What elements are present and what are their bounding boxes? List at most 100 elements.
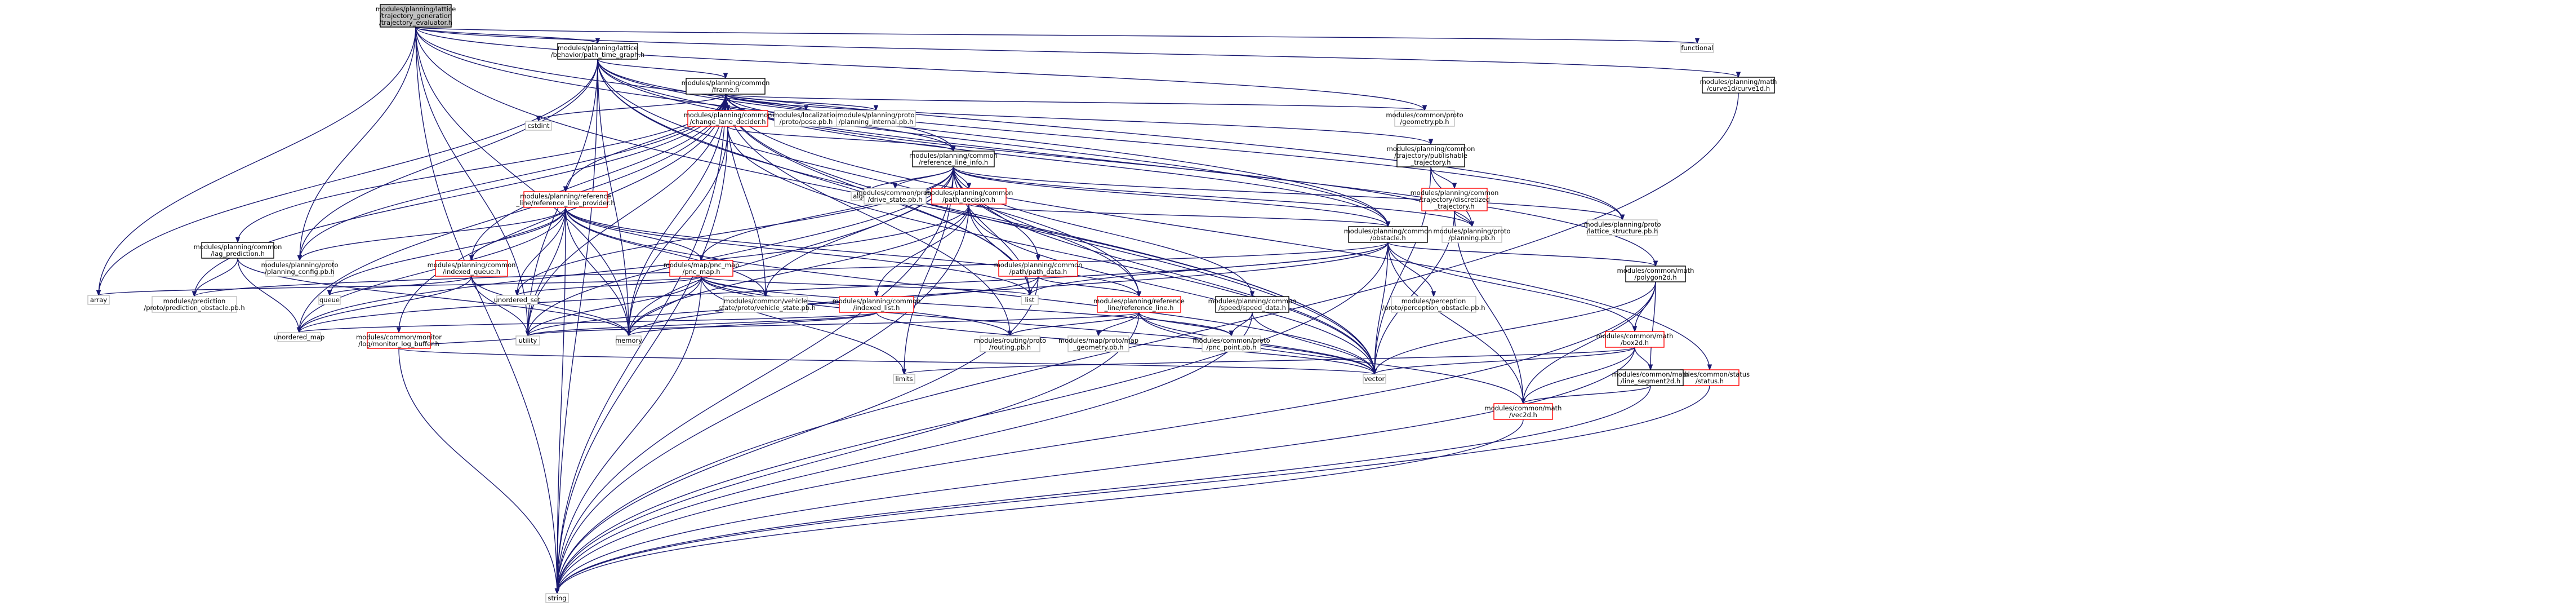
node-label-path_decision-line-0: modules/planning/common	[925, 189, 1013, 197]
node-label-root-line-1: /trajectory_generation	[380, 12, 452, 20]
node-box-vector	[1363, 374, 1386, 384]
node-label-ctd-line-1: /change_lane_decider.h	[689, 118, 766, 126]
arrowhead-frame-to-geometry	[1422, 105, 1427, 112]
edge-rlp-to-pnc_map	[565, 207, 702, 261]
edge-ptg-to-string	[557, 59, 598, 594]
node-box-root	[380, 4, 452, 28]
arrowhead-obstacle-to-polygon2d	[1653, 260, 1658, 267]
node-speed_data[interactable]: modules/planning/common/speed/speed_data…	[1208, 296, 1297, 313]
node-box-pi	[836, 110, 916, 127]
node-root[interactable]: modules/planning/lattice/trajectory_gene…	[376, 4, 456, 28]
node-line_segment2d[interactable]: modules/common/math/line_segment2d.h	[1612, 369, 1689, 386]
node-rlp[interactable]: modules/planning/reference_line/referenc…	[515, 191, 615, 208]
edge-ctd-to-memory	[628, 126, 728, 337]
node-lag[interactable]: modules/planning/common/lag_prediction.h	[194, 242, 282, 259]
node-label-lattice_structure-line-1: /lattice_structure.pb.h	[1587, 227, 1658, 235]
node-path_decision[interactable]: modules/planning/common/path_decision.h	[925, 188, 1013, 205]
node-rli[interactable]: modules/planning/common/reference_line_i…	[909, 151, 998, 167]
edge-obstacle-to-polygon2d	[1387, 242, 1656, 267]
edges-layer	[96, 26, 1741, 595]
edge-frame-to-prediction_obstacle	[194, 94, 726, 297]
edge-pnc_map-to-list	[701, 276, 1030, 296]
node-label-publishable-line-2: _trajectory.h	[1410, 158, 1451, 166]
node-label-line_segment2d-line-1: /line_segment2d.h	[1621, 377, 1680, 385]
node-map_geometry: modules/map/proto/map_geometry.pb.h	[1058, 335, 1138, 352]
edge-root-to-planning_config	[299, 26, 416, 261]
node-log_buffer[interactable]: modules/common/monitor/log/monitor_log_b…	[356, 332, 442, 349]
node-label-drive_state-line-0: modules/common/proto	[856, 189, 933, 197]
edge-root-to-array	[98, 26, 416, 296]
arrowhead-path_decision-to-obstacle	[1385, 221, 1391, 228]
node-label-planning_config-line-0: modules/planning/proto	[261, 261, 338, 269]
node-status[interactable]: modules/common/status/status.h	[1670, 369, 1750, 386]
edge-ptg-to-planning_config	[299, 59, 598, 261]
node-obstacle[interactable]: modules/planning/common/obstacle.h	[1344, 226, 1432, 243]
node-cstdint: cstdint	[525, 121, 552, 131]
node-box-speed_data	[1215, 296, 1289, 313]
edge-line_segment2d-to-string	[557, 385, 1651, 594]
node-box-list	[1021, 295, 1039, 305]
node-label-pnc_map-line-0: modules/map/pnc_map	[664, 261, 740, 269]
node-box-string	[545, 593, 569, 603]
node-pnc_map[interactable]: modules/map/pnc_map/pnc_map.h	[664, 260, 740, 277]
node-box-unordered_map	[277, 332, 321, 342]
node-label-path_decision-line-1: /path_decision.h	[942, 196, 995, 204]
edge-frame-to-memory	[628, 94, 726, 337]
edge-obstacle-to-unordered_map	[299, 242, 1389, 333]
node-string: string	[545, 593, 569, 603]
node-ctd[interactable]: modules/planning/common/change_lane_deci…	[684, 110, 772, 127]
edge-rlp-to-vector	[565, 207, 1375, 375]
edge-publishable-to-discretized	[1430, 166, 1455, 189]
edge-log_buffer-to-vector	[398, 348, 1375, 375]
node-box-status	[1680, 369, 1739, 386]
node-label-obstacle-line-0: modules/planning/common	[1344, 227, 1432, 235]
edge-root-to-ptg	[415, 26, 598, 44]
node-indexed_list[interactable]: modules/planning/common/indexed_list.h	[833, 296, 921, 313]
node-drive_state: modules/common/proto/drive_state.pb.h	[856, 188, 934, 205]
node-label-log_buffer-line-1: /log/monitor_log_buffer.h	[358, 340, 439, 348]
node-box-path_data	[998, 260, 1078, 277]
edge-vec2d-to-string	[557, 419, 1524, 594]
arrowhead-path_data-to-list	[1027, 290, 1033, 297]
node-polygon2d[interactable]: modules/common/math/polygon2d.h	[1617, 266, 1694, 282]
edge-log_buffer-to-string	[398, 348, 558, 594]
edge-indexed_list-to-memory	[628, 312, 877, 337]
node-box2d[interactable]: modules/common/math/box2d.h	[1596, 331, 1674, 348]
arrowhead-rli-to-path_data	[1035, 255, 1041, 262]
node-label-discretized-line-1: /trajectory/discretized	[1419, 196, 1490, 204]
node-box-log_buffer	[367, 332, 431, 349]
arrowhead-pnc_map-to-unordered_set	[514, 290, 520, 297]
arrowhead-rlp-to-indexed_queue	[469, 255, 474, 262]
node-label-map_geometry-line-1: _geometry.pb.h	[1073, 343, 1123, 351]
node-box-obstacle	[1348, 226, 1428, 243]
node-reference_line[interactable]: modules/planning/reference_line/referenc…	[1093, 296, 1185, 313]
edge-rlp-to-planning_config	[299, 207, 566, 261]
node-lattice_structure: modules/planning/proto/lattice_structure…	[1583, 219, 1661, 236]
node-label-limits-line-0: limits	[895, 375, 913, 383]
edge-obstacle-to-perception_obstacle	[1387, 242, 1434, 297]
edge-rli-to-drive_state	[895, 166, 954, 189]
edge-ptg-to-vector	[597, 59, 1375, 375]
node-box-memory	[616, 335, 642, 346]
node-discretized[interactable]: modules/planning/common/trajectory/discr…	[1411, 188, 1499, 211]
node-unordered_set: unordered_set	[494, 295, 541, 305]
node-box-lag	[201, 242, 274, 259]
arrowhead-root-to-ptg	[595, 38, 600, 45]
node-indexed_queue[interactable]: modules/planning/common/indexed_queue.h	[428, 260, 516, 277]
arrowhead-indexed_list-to-unordered_map	[296, 327, 302, 334]
node-path_data[interactable]: modules/planning/common/path/path_data.h	[994, 260, 1083, 277]
node-box-perception_obstacle	[1391, 296, 1476, 313]
node-frame[interactable]: modules/planning/common/frame.h	[682, 78, 770, 95]
node-ptg[interactable]: modules/planning/lattice/behavior/path_t…	[551, 43, 644, 60]
node-box-planning_config	[265, 260, 334, 277]
node-vec2d[interactable]: modules/common/math/vec2d.h	[1485, 403, 1562, 420]
node-box-frame	[686, 78, 766, 95]
node-publishable[interactable]: modules/planning/common/trajectory/publi…	[1387, 144, 1475, 167]
edge-ptg-to-frame	[597, 59, 726, 79]
node-label-reference_line-line-1: _line/reference_line.h	[1104, 304, 1174, 312]
edge-pnc_map-to-array	[98, 276, 702, 296]
edge-box2d-to-vector	[1374, 347, 1635, 375]
node-box-planning_pb	[1442, 226, 1502, 243]
node-label-planning_pb-line-0: modules/planning/proto	[1433, 227, 1510, 235]
node-curve1d[interactable]: modules/planning/math/curve1d/curve1d.h	[1700, 77, 1777, 94]
